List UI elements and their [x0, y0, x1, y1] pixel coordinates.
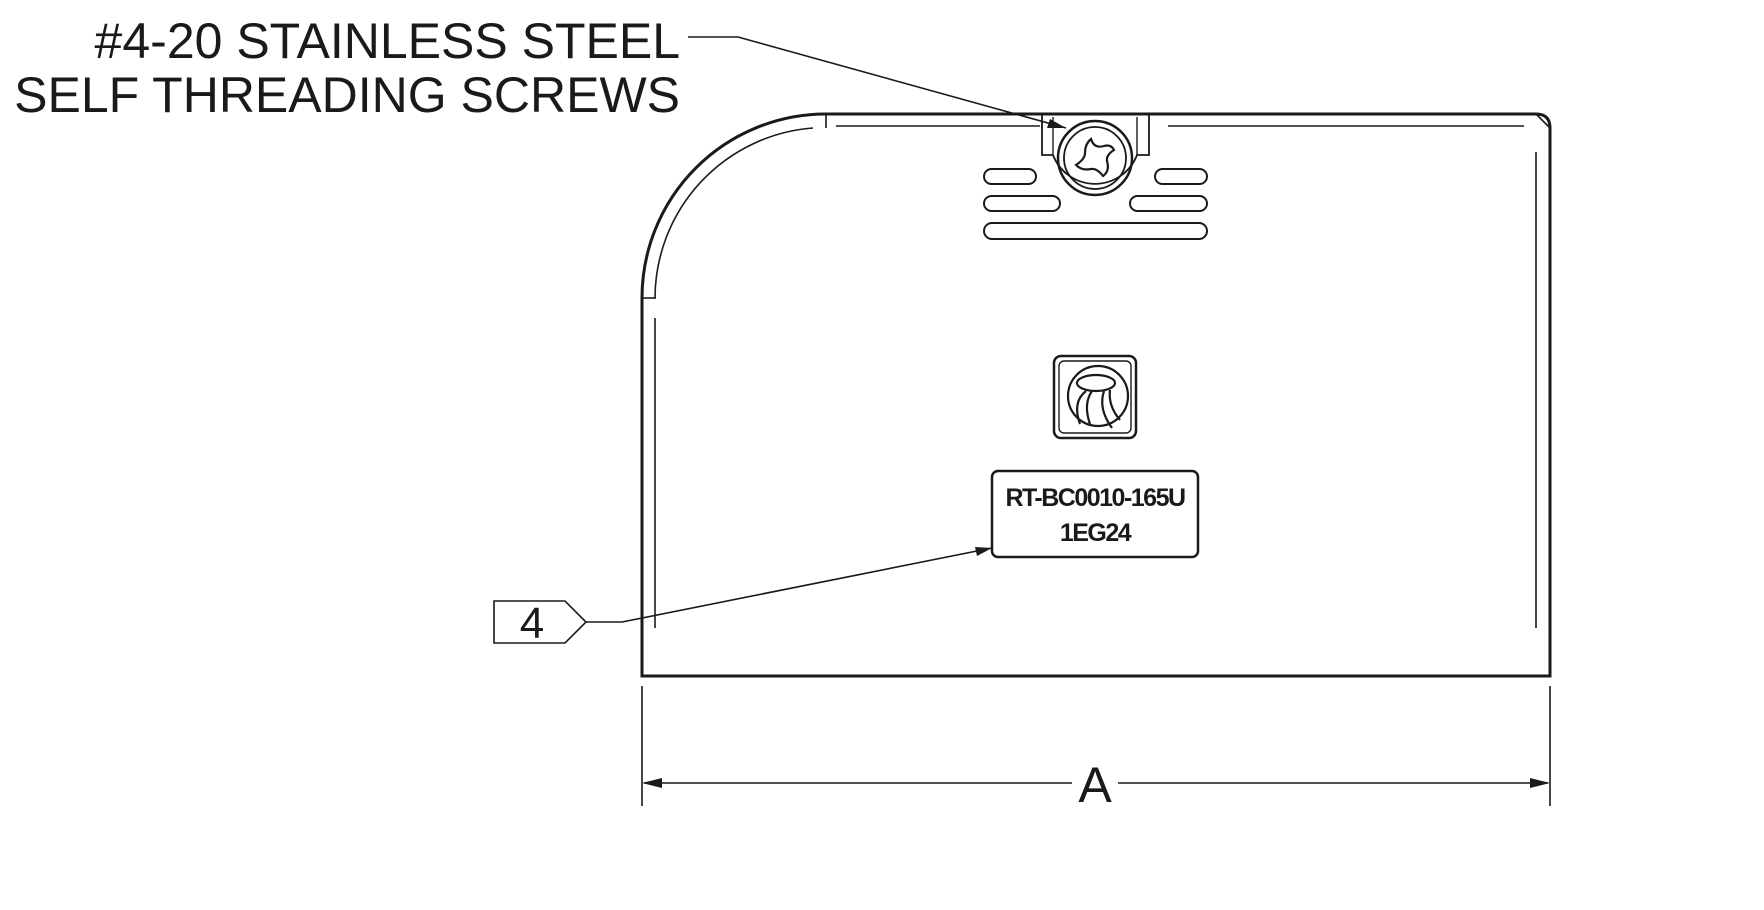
nameplate-frame: [990, 469, 1200, 559]
screw-callout: #4-20 STAINLESS STEEL SELF THREADING SCR…: [14, 13, 1067, 129]
cover-body: [640, 112, 1552, 678]
nameplate-part-number: RT-BC0010-165U: [1005, 484, 1185, 512]
dimension-a: A: [641, 686, 1551, 813]
vent-slot-top-right: [1154, 168, 1208, 185]
screw-leader-line: [688, 36, 1067, 129]
logo-frame-inner: [1058, 360, 1132, 434]
item-leader-line: [586, 547, 993, 623]
screw-tab-outline: [1041, 114, 1150, 185]
item-balloon: 4: [493, 547, 993, 648]
cover-corner-tick-right: [1535, 113, 1550, 128]
logo-frame-outer: [1052, 354, 1138, 440]
dimension-label: A: [1078, 757, 1112, 813]
nameplate-code: 1EG24: [1060, 519, 1132, 547]
cover-inner-arc: [654, 127, 814, 299]
cover-outer-outline: [640, 112, 1552, 678]
phillips-drive-icon: [1074, 137, 1116, 178]
screw-callout-line2: SELF THREADING SCREWS: [14, 67, 680, 123]
vent-slot-middle-left: [983, 195, 1061, 212]
item-balloon-tag: [493, 600, 588, 644]
logo-mark-icon: [1066, 364, 1130, 429]
vent-slot-bottom: [983, 222, 1208, 240]
screw-head-inner: [1063, 126, 1127, 190]
screw-leader-arrow: [1047, 119, 1066, 128]
nameplate: RT-BC0010-165U 1EG24: [990, 469, 1200, 559]
vent-slot-middle-right: [1129, 195, 1208, 212]
logo-emblem: [1052, 354, 1138, 440]
vent-slot-top-left: [983, 168, 1037, 185]
screw-assembly: [1041, 114, 1150, 197]
vent-slots: [983, 168, 1208, 240]
item-leader-arrow: [975, 547, 992, 556]
screw-callout-line1: #4-20 STAINLESS STEEL: [95, 13, 680, 69]
item-balloon-number: 4: [520, 599, 544, 648]
dimension-arrow-left: [642, 778, 662, 788]
dimension-arrow-right: [1530, 778, 1550, 788]
screw-head-outer: [1056, 119, 1134, 197]
